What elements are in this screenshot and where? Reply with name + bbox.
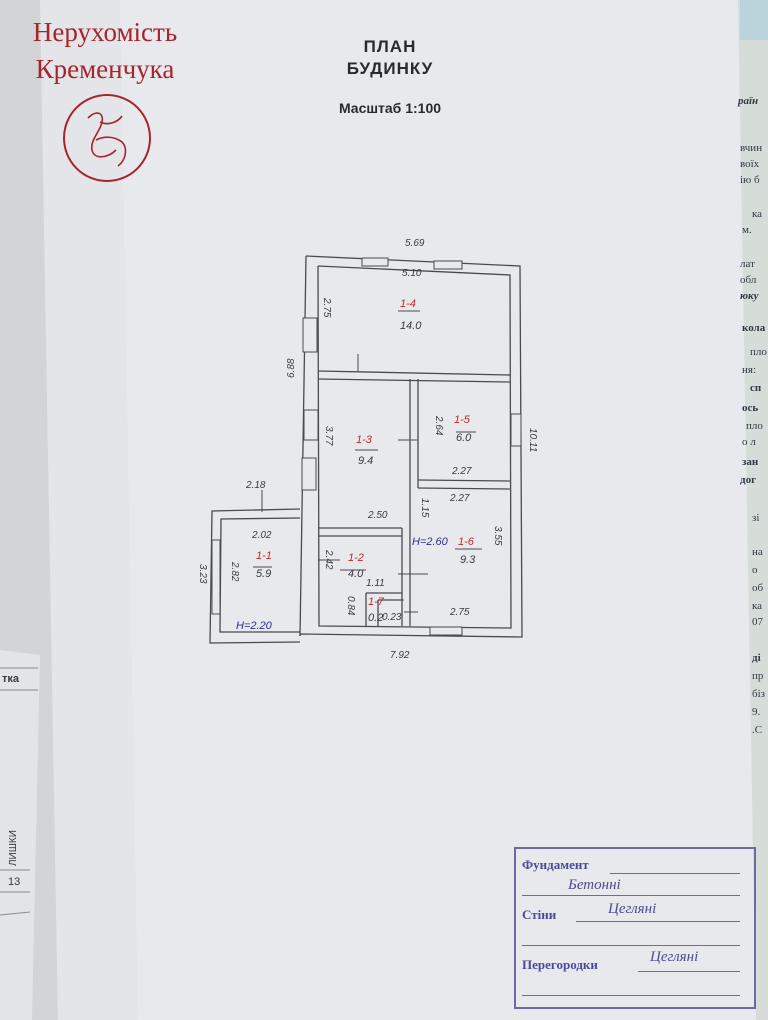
right-fragment: о л bbox=[742, 436, 756, 448]
dim-r15-height: 2.64 bbox=[433, 416, 444, 436]
room-1-7-area: 0.2 bbox=[368, 612, 384, 624]
right-fragment: пр bbox=[752, 670, 764, 682]
dim-annex-left: 3.23 bbox=[197, 564, 208, 584]
dim-left-upper: 6.88 bbox=[286, 358, 297, 378]
watermark-line-2: Кременчука bbox=[35, 54, 175, 84]
right-fragment: ось bbox=[742, 402, 759, 414]
right-fragment: ка bbox=[752, 208, 763, 220]
plan-title: ПЛАН bbox=[363, 37, 417, 56]
right-fragment: лат bbox=[740, 258, 755, 270]
right-fragment: біз bbox=[752, 688, 765, 700]
right-fragment: .С bbox=[752, 724, 763, 736]
dim-r17-height: 0.84 bbox=[345, 596, 356, 616]
left-folded-sheet bbox=[0, 650, 40, 1020]
right-fragment: воїх bbox=[740, 158, 760, 170]
room-1-1-area: 5.9 bbox=[256, 568, 272, 580]
stamp-foundation-value: Бетонні bbox=[568, 877, 621, 893]
room-1-3-area: 9.4 bbox=[358, 455, 374, 467]
dim-r14-height: 2.75 bbox=[321, 298, 332, 318]
dim-right-outer: 10.11 bbox=[527, 428, 538, 453]
room-1-4-id: 1-4 bbox=[400, 298, 416, 310]
room-1-7-id: 1-7 bbox=[368, 596, 384, 608]
left-sheet-tab: тка bbox=[2, 673, 20, 685]
right-fragment: раїн bbox=[738, 95, 759, 107]
plan-scale: Масштаб 1:100 bbox=[338, 100, 442, 116]
construction-stamp: Фундамент Бетонні Стіни Цегляні Перегоро… bbox=[514, 847, 756, 1009]
right-fragment: зан bbox=[742, 456, 759, 468]
right-fragment: о bbox=[752, 564, 758, 576]
right-fragment: об bbox=[752, 582, 764, 594]
dim-r15-width: 2.27 bbox=[452, 466, 472, 477]
right-fragment: дог bbox=[740, 474, 757, 486]
windows bbox=[211, 257, 522, 636]
room-1-5-area: 6.0 bbox=[456, 432, 472, 444]
stamp-partitions-value: Цегляні bbox=[650, 949, 699, 965]
room-1-1-id: 1-1 bbox=[256, 550, 272, 562]
watermark-line-1: Нерухомість bbox=[32, 17, 178, 47]
right-fragment: ня: bbox=[742, 364, 757, 376]
right-fragment: пло bbox=[750, 346, 767, 358]
plan-subtitle: БУДИНКУ bbox=[346, 59, 434, 78]
dim-r16-top: 2.27 bbox=[450, 493, 470, 504]
left-sheet-vertical-label: ЛИШКИ bbox=[8, 830, 19, 866]
right-fragment: пло bbox=[746, 420, 763, 432]
dim-r11-top: 2.02 bbox=[252, 530, 272, 541]
dim-r16-bottom: 2.75 bbox=[450, 607, 470, 618]
right-fragment: ка bbox=[752, 600, 763, 612]
right-fragment: вчин bbox=[740, 142, 763, 154]
room-1-4-area: 14.0 bbox=[400, 320, 422, 332]
left-sheet-lines bbox=[0, 667, 38, 916]
height-annex: H=2.20 bbox=[236, 620, 272, 632]
room-1-3-id: 1-3 bbox=[356, 434, 372, 446]
dim-r17-small: 0.23 bbox=[382, 612, 402, 623]
room-1-2-id: 1-2 bbox=[348, 552, 364, 564]
right-fragment: ію б bbox=[740, 174, 760, 186]
room-1-5-id: 1-5 bbox=[454, 414, 470, 426]
paper-shade bbox=[40, 0, 138, 1020]
watermark-seal bbox=[63, 94, 151, 182]
right-fragment: ді bbox=[752, 652, 761, 664]
dim-top-inner: 5.10 bbox=[402, 268, 422, 279]
plan-header: ПЛАН БУДИНКУ Масштаб 1:100 bbox=[290, 36, 490, 118]
right-fragment: на bbox=[752, 546, 763, 558]
dim-top-outer: 5.69 bbox=[405, 238, 425, 249]
dim-r13-height: 3.77 bbox=[323, 426, 334, 446]
dim-annex-top: 2.18 bbox=[246, 480, 266, 491]
dim-r12-height: 2.42 bbox=[323, 550, 334, 570]
room-1-2-area: 4.0 bbox=[348, 568, 364, 580]
right-sheet-marks bbox=[740, 0, 768, 40]
dim-bottom-outer: 7.92 bbox=[390, 650, 410, 661]
stamp-walls-value: Цегляні bbox=[608, 901, 657, 917]
watermark: Нерухомість Кременчука bbox=[10, 14, 200, 88]
right-fragment: сп bbox=[750, 382, 762, 394]
dim-r12-width: 1.11 bbox=[366, 578, 385, 589]
room-1-6-area: 9.3 bbox=[460, 554, 476, 566]
right-fragment: зі bbox=[752, 512, 760, 524]
stamp-walls-label: Стіни bbox=[522, 907, 557, 922]
dim-r16-height: 3.55 bbox=[492, 526, 503, 546]
stamp-partitions-label: Перегородки bbox=[522, 957, 598, 972]
room-1-6-id: 1-6 bbox=[458, 536, 474, 548]
right-fragment: 07 bbox=[752, 616, 763, 628]
annex-wall bbox=[209, 508, 301, 644]
dim-r11-height: 2.82 bbox=[229, 562, 240, 582]
right-fragment: кола bbox=[742, 322, 766, 334]
dimension-lines bbox=[253, 310, 482, 613]
height-main: H=2.60 bbox=[412, 536, 448, 548]
right-fragment: обл bbox=[740, 274, 757, 286]
stamp-foundation-label: Фундамент bbox=[522, 857, 589, 872]
right-fragment: м. bbox=[742, 224, 752, 236]
dim-r13-bottom: 2.50 bbox=[368, 510, 388, 521]
left-sheet-number: 13 bbox=[8, 876, 21, 888]
right-fragment: 9. bbox=[752, 706, 761, 718]
main-paper bbox=[40, 0, 756, 1020]
dim-corridor: 1.15 bbox=[419, 498, 430, 518]
right-fragment: юку bbox=[740, 290, 759, 302]
